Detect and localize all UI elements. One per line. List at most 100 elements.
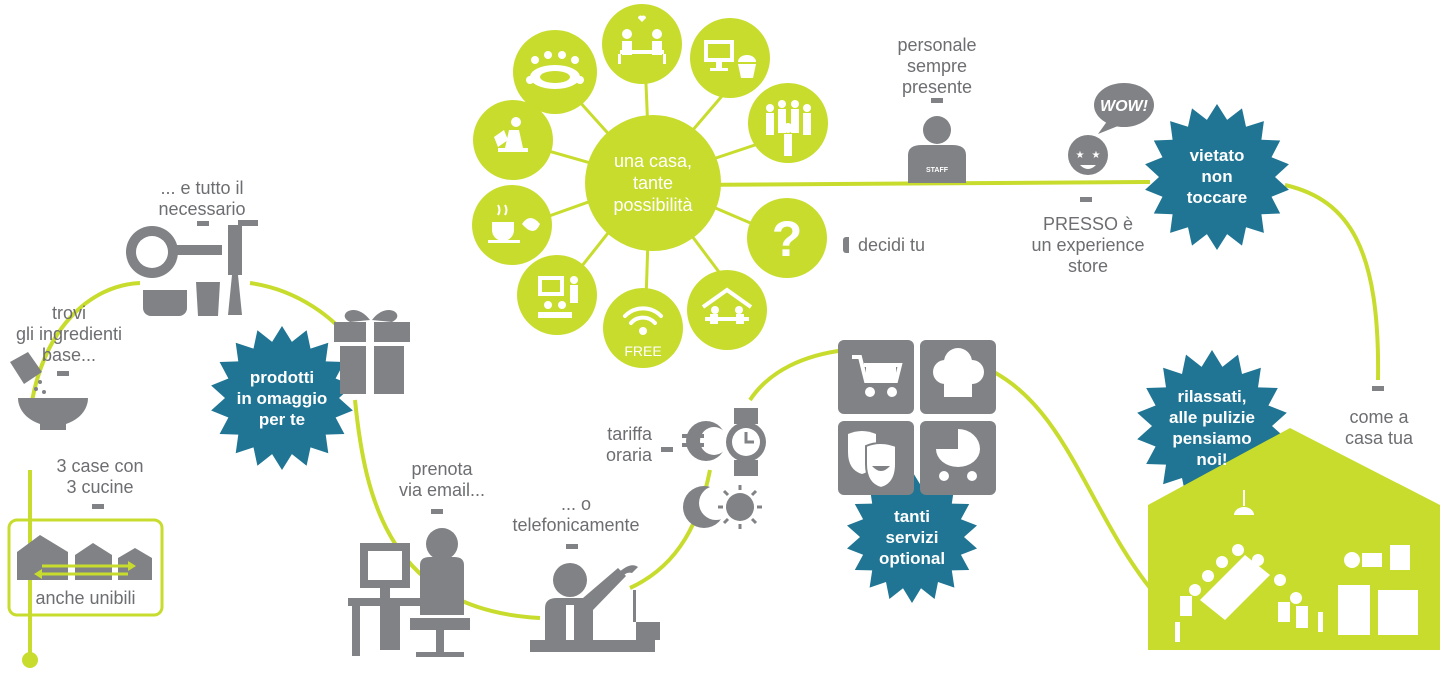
house-meeting-icon: [687, 270, 767, 350]
cookware-icon: [126, 220, 258, 316]
wow-face-icon: ★ ★ WOW!: [1068, 83, 1154, 175]
svg-text:?: ?: [772, 211, 803, 267]
phone-caller-icon: [530, 563, 660, 652]
servizi-line-1: tanti: [894, 507, 930, 526]
rilassati-line-2: alle pulizie: [1169, 408, 1255, 427]
tariffa-label: tariffa oraria: [572, 424, 652, 466]
presso-line-1: PRESSO è: [1042, 214, 1134, 234]
hub-to-vietato-line: [679, 180, 1151, 187]
rilassati-line-3: pensiamo: [1172, 429, 1252, 448]
vietato-line-1: vietato: [1189, 146, 1245, 165]
rilassati-badge-text: rilassati, alle pulizie pensiamo noi!: [1142, 386, 1282, 470]
vietato-badge: [1145, 104, 1289, 250]
presso-line-2: un experience: [1031, 235, 1145, 255]
baby-stroller-icon: [920, 421, 996, 495]
trovi-line-3: base...: [41, 345, 97, 365]
decidi-text: decidi tu: [858, 235, 926, 255]
question-icon: ?: [747, 198, 827, 278]
rilassati-line-4: noi!: [1196, 450, 1228, 469]
trovi-line-2: gli ingredienti: [15, 324, 123, 344]
banquet-table-icon: [513, 30, 597, 114]
decidi-tick: [843, 237, 849, 253]
personale-line-2: sempre: [906, 56, 968, 76]
vietato-line-3: toccare: [1186, 188, 1248, 207]
come-tick: [1372, 386, 1384, 391]
servizi-badge: [847, 471, 977, 603]
personale-line-3: presente: [901, 77, 973, 97]
houses-box: [7, 518, 164, 617]
unibili-text: anche unibili: [35, 588, 136, 608]
vietato-to-come-line: [1284, 183, 1381, 381]
trovi-tick: [57, 371, 69, 376]
personale-label: personale sempre presente: [867, 35, 1007, 98]
come-label: come a casa tua: [1320, 407, 1438, 449]
reading-person-icon: [473, 100, 553, 180]
tariffa-line-1: tariffa: [607, 424, 652, 444]
prodotti-line-3: per te: [258, 410, 306, 429]
shopping-cart-icon: [838, 340, 914, 414]
trovi-label: trovi gli ingredienti base...: [0, 303, 138, 366]
wifi-icon: FREE: [603, 288, 683, 368]
salt-shaker-icon: [10, 352, 46, 394]
tariffa-tick: [661, 447, 673, 452]
gift-box-icon: [334, 309, 410, 394]
case-line-1: 3 case con: [56, 456, 144, 476]
path-start-dot: [22, 652, 38, 668]
presso-line-3: store: [1067, 256, 1109, 276]
tutto-label: ... e tutto il necessario: [132, 178, 272, 220]
vietato-badge-text: vietato non toccare: [1157, 145, 1277, 208]
come-line-1: come a: [1349, 407, 1409, 427]
hub-circle: [585, 115, 721, 251]
tariffa-line-2: oraria: [605, 445, 652, 465]
euro-icon: [682, 421, 728, 461]
prodotti-badge-text: prodotti in omaggio per te: [222, 367, 342, 430]
wristwatch-icon: [726, 408, 766, 476]
hub-line-2: tante: [632, 173, 674, 193]
presentation-icon: [517, 255, 597, 335]
wifi-free-label: FREE: [624, 343, 661, 359]
prodotti-badge: [211, 326, 353, 470]
bowl-icon: [18, 398, 88, 430]
prodotti-line-1: prodotti: [249, 368, 315, 387]
prenota-line-1: prenota: [411, 459, 473, 479]
presso-label: PRESSO è un experience store: [1008, 214, 1168, 277]
tutto-tick: [197, 221, 209, 226]
couple-dinner-icon: [602, 4, 682, 84]
tutto-line-2: necessario: [158, 199, 246, 219]
theatre-masks-icon: [838, 421, 914, 495]
telefono-label: ... o telefonicamente: [492, 494, 660, 536]
desk-worker-icon: [348, 528, 470, 657]
hub-text: una casa, tante possibilità: [589, 150, 717, 216]
telefono-line-2: telefonicamente: [512, 515, 640, 535]
moon-icon: [683, 486, 733, 528]
servizi-line-2: servizi: [885, 528, 939, 547]
hub-line-3: possibilità: [613, 195, 693, 215]
unibili-label: anche unibili: [9, 588, 162, 609]
staff-text: STAFF: [926, 167, 949, 174]
prodotti-line-2: in omaggio: [236, 389, 328, 408]
come-line-2: casa tua: [1344, 428, 1414, 448]
tutto-line-1: ... e tutto il: [160, 178, 244, 198]
three-houses-icon: [17, 535, 152, 580]
prenota-tick: [431, 509, 443, 514]
presso-tick: [1080, 197, 1092, 202]
staff-tick: [931, 98, 943, 103]
house-dining-icon: [1148, 428, 1440, 650]
rilassati-line-1: rilassati,: [1177, 387, 1247, 406]
svg-text:★: ★: [1076, 150, 1085, 161]
svg-text:★: ★: [1092, 150, 1101, 161]
prenota-line-2: via email...: [398, 480, 486, 500]
swap-arrows-icon: [34, 561, 136, 579]
coffee-croissant-icon: [472, 185, 552, 265]
personale-line-1: personale: [897, 35, 977, 55]
staff-person-icon: STAFF: [908, 116, 966, 183]
monitor-cupcake-icon: [690, 18, 770, 98]
case-label: 3 case con 3 cucine: [38, 456, 162, 498]
wow-text: WOW!: [1100, 98, 1149, 115]
sun-icon: [718, 485, 762, 529]
vietato-line-2: non: [1201, 167, 1233, 186]
prenota-label: prenota via email...: [372, 459, 512, 501]
trovi-line-1: trovi: [51, 303, 86, 323]
